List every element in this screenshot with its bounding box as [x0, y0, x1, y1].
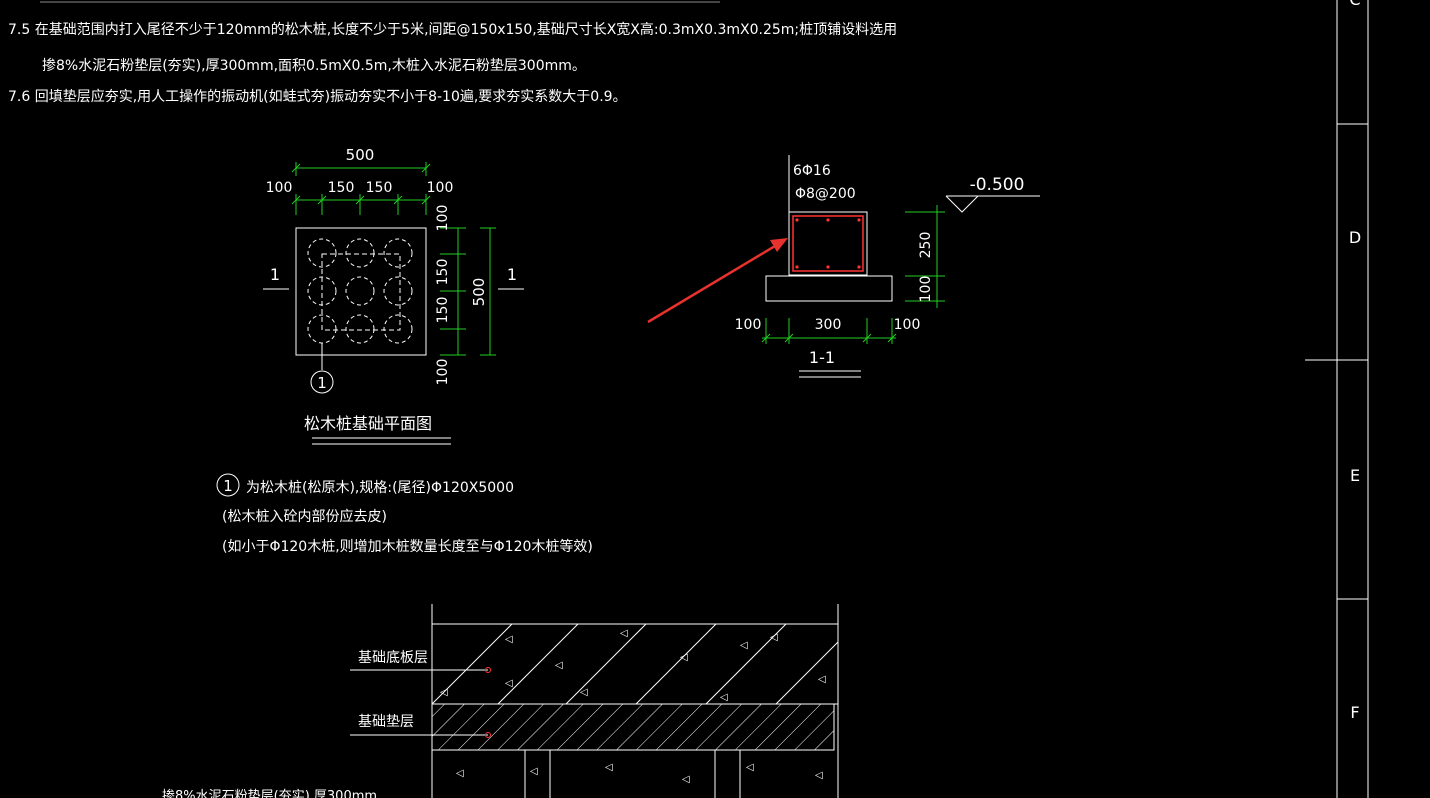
- svg-text:◁: ◁: [818, 674, 826, 685]
- plan-top-dimensions: 500 100 150 150 100: [266, 146, 454, 215]
- pile-circle: [345, 238, 375, 268]
- grid-label-f: F: [1350, 703, 1359, 722]
- svg-text:◁: ◁: [505, 634, 513, 645]
- dim-section-100-right: 100: [894, 317, 921, 333]
- dim-total-top: 500: [346, 146, 375, 164]
- svg-text:◁: ◁: [440, 687, 448, 698]
- rebar-main-label: 6Φ16: [793, 163, 831, 179]
- pile-foundation-plan: 1 1 1 500 100 150 150: [263, 146, 524, 445]
- legend-line-3: (如小于Φ120木桩,则增加木桩数量长度至与Φ120木桩等效): [222, 539, 593, 555]
- legend-tag-circle: [216, 473, 240, 497]
- svg-text:◁: ◁: [680, 652, 688, 663]
- section-title: 1-1: [809, 348, 835, 367]
- layers-detail: ◁ ◁ ◁ ◁ ◁ ◁ ◁ ◁ ◁ ◁ ◁ ◁ ◁ ◁ ◁ ◁ ◁ 基础底板层: [162, 604, 839, 798]
- dim-section-100-left: 100: [735, 317, 762, 333]
- label-bottom-note: 掺8%水泥石粉垫层(夯实),厚300mm: [162, 788, 377, 798]
- svg-text:◁: ◁: [682, 774, 690, 785]
- pile-circle: [307, 238, 337, 268]
- footing-base: [765, 275, 893, 302]
- dim-100-vertical: 100: [918, 276, 934, 303]
- dim-side-150-b: 150: [435, 297, 451, 324]
- pile-circle: [383, 238, 413, 268]
- rebar-stirrup-label: Φ8@200: [795, 186, 856, 202]
- label-cushion: 基础垫层: [358, 713, 414, 730]
- svg-text:◁: ◁: [720, 692, 728, 703]
- aggregate-marks: ◁ ◁ ◁ ◁ ◁ ◁ ◁ ◁ ◁ ◁ ◁: [440, 628, 826, 703]
- plan-right-dimensions: 100 150 150 100 500: [435, 205, 496, 386]
- pile-circle: [345, 276, 375, 306]
- section-mark-left: 1: [270, 265, 280, 284]
- legend-line-1: 为松木桩(松原木),规格:(尾径)Φ120X5000: [246, 480, 514, 496]
- soil-marks: ◁ ◁ ◁ ◁ ◁ ◁: [456, 762, 823, 785]
- dim-section-300: 300: [815, 317, 842, 333]
- slab-diagonals: [431, 623, 839, 705]
- grid-label-c: C: [1349, 0, 1360, 9]
- svg-text:◁: ◁: [815, 770, 823, 781]
- note-line-7-5: 7.5 在基础范围内打入尾径不少于120mm的松木桩,长度不少于5米,间距@15…: [8, 22, 898, 38]
- pile-tag-circle: [310, 370, 334, 394]
- rebar-dots: [795, 218, 861, 269]
- dim-side-150-a: 150: [435, 259, 451, 286]
- section-mark-right: 1: [507, 265, 517, 284]
- pile-tag-number: 1: [317, 374, 327, 392]
- note-line-7-5-continued: 掺8%水泥石粉垫层(夯实),厚300mm,面积0.5mX0.5m,木桩入水泥石粉…: [42, 58, 586, 74]
- annotation-arrow: [647, 238, 788, 324]
- section-1-1: 6Φ16 Φ8@200 250 100 -0.500 100 30: [735, 155, 1040, 378]
- note-line-7-6: 7.6 回填垫层应夯实,用人工操作的振动机(如蛙式夯)振动夯实不小于8-10遍,…: [8, 89, 627, 105]
- dim-100-left: 100: [266, 180, 293, 196]
- plan-inner-dashed: [321, 253, 401, 331]
- grid-axis: C D E F: [1305, 0, 1369, 798]
- svg-text:◁: ◁: [740, 640, 748, 651]
- elevation-label: -0.500: [970, 175, 1025, 195]
- dim-150-a: 150: [328, 180, 355, 196]
- svg-text:◁: ◁: [580, 687, 588, 698]
- legend-tag-number: 1: [223, 477, 233, 495]
- pile-circles: [307, 238, 413, 344]
- svg-text:◁: ◁: [530, 766, 538, 777]
- pile-circle: [383, 276, 413, 306]
- cushion-layer: [431, 703, 835, 751]
- dim-total-right: 500: [470, 278, 488, 307]
- legend-line-2: (松木桩入砼内部份应去皮): [222, 509, 387, 525]
- dim-100-right: 100: [427, 180, 454, 196]
- pile-circle: [383, 314, 413, 344]
- dim-side-100-top: 100: [435, 205, 451, 232]
- dim-250: 250: [918, 232, 934, 259]
- svg-text:◁: ◁: [505, 678, 513, 689]
- plan-title: 松木桩基础平面图: [304, 414, 432, 433]
- stirrup: [792, 215, 864, 272]
- svg-text:◁: ◁: [770, 632, 778, 643]
- plan-outline: [295, 227, 427, 356]
- svg-text:◁: ◁: [555, 660, 563, 671]
- pile-circle: [345, 314, 375, 344]
- dim-side-100-bottom: 100: [435, 359, 451, 386]
- svg-text:◁: ◁: [746, 762, 754, 773]
- beam-outline: [788, 211, 868, 276]
- svg-text:◁: ◁: [456, 768, 464, 779]
- grid-label-d: D: [1349, 228, 1361, 247]
- svg-text:◁: ◁: [605, 762, 613, 773]
- label-base-slab: 基础底板层: [358, 649, 428, 666]
- dim-150-b: 150: [366, 180, 393, 196]
- svg-text:◁: ◁: [620, 628, 628, 639]
- grid-label-e: E: [1350, 466, 1360, 485]
- pile-circle: [307, 276, 337, 306]
